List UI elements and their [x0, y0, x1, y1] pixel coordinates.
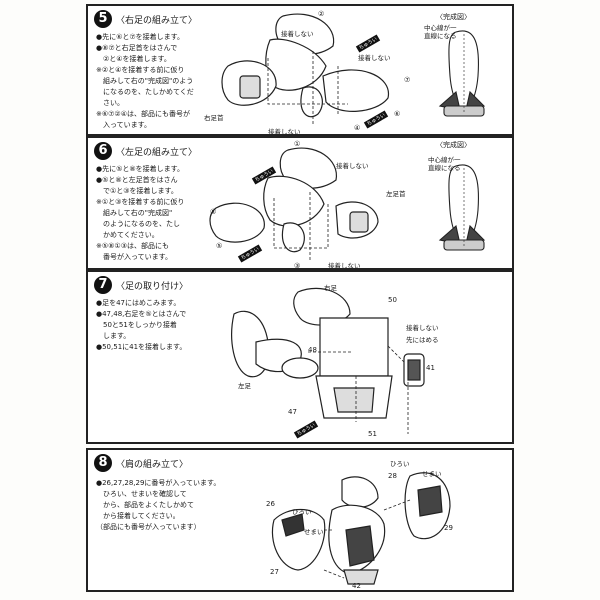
instruction-line: 番号が入っています。	[96, 253, 172, 261]
step-6-panel: 6 〈左足の組み立て〉 ●先に⑤と⑧を接着します。 ●⑤と⑧と左足首をはさん で…	[86, 136, 514, 270]
instruction-line: 組みして右の"完成図"	[96, 209, 173, 217]
instruction-line: ひろい、せまいを確認して	[96, 490, 187, 498]
instruction-line: になるのを、たしかめてくだ	[96, 88, 194, 96]
instruction-line: さい。	[96, 99, 124, 107]
step-7-exploded-diagram	[231, 287, 425, 434]
ankle-label: 右足首	[204, 114, 224, 122]
instruction-line: ②と④を接着します。	[96, 55, 171, 63]
instruction-line: ●先に⑤と⑧を接着します。	[96, 165, 184, 173]
step-5-instructions: ●先に⑥と⑦を接着します。 ●⑧⑦と右足首をはさんで ②と④を接着します。 ※②…	[96, 32, 218, 131]
finished-diagram-title: 〈完成図〉	[436, 13, 471, 21]
no-glue-label: 接着しない	[268, 128, 301, 136]
instruction-line: ●⑧⑦と右足首をはさんで	[96, 44, 178, 52]
wide-label: ひろい	[390, 460, 410, 468]
no-glue-label: 接着しない	[328, 262, 361, 270]
step-6-header: 6 〈左足の組み立て〉	[94, 142, 197, 160]
step-5-header: 5 〈右足の組み立て〉	[94, 10, 197, 28]
part-number: 29	[444, 524, 453, 532]
no-glue-label: 接着しない	[406, 324, 439, 332]
instruction-line: のようになるのを、たし	[96, 220, 180, 228]
part-number: ①	[294, 140, 301, 148]
wide-label: ひろい	[292, 508, 312, 516]
step-6-instructions: ●先に⑤と⑧を接着します。 ●⑤と⑧と左足首をはさん で①と③を接着します。 ※…	[96, 164, 218, 263]
part-number: ③	[294, 262, 301, 270]
step-6-title: 〈左足の組み立て〉	[116, 147, 198, 158]
part-number: 28	[388, 472, 397, 480]
step-7-number: 7	[94, 276, 112, 294]
instruction-line: ※②と④を接着する前に仮り	[96, 66, 185, 74]
instruction-line: ●先に⑥と⑦を接着します。	[96, 33, 184, 41]
part-number: ④	[354, 124, 361, 132]
step-7-header: 7 〈足の取り付け〉	[94, 276, 188, 294]
narrow-label: せまい	[304, 528, 324, 536]
part-number: 47	[288, 408, 297, 416]
part-number: ⑤	[216, 242, 223, 250]
step-5-exploded-diagram	[221, 13, 486, 126]
step-8-title: 〈肩の組み立て〉	[116, 459, 189, 470]
step-8-panel: 8 〈肩の組み立て〉 ●26,27,28,29に番号が入っています。 ひろい、せ…	[86, 448, 514, 592]
no-glue-label: 接着しない	[281, 30, 314, 38]
instruction-line: ●47,48,右足を⑤とはさんで	[96, 310, 187, 318]
instruction-line: ●足を47にはめこみます。	[96, 299, 181, 307]
part-number: ⑥	[394, 110, 401, 118]
ankle-label: 左足首	[386, 190, 406, 198]
instruction-line: 入っています。	[96, 121, 151, 129]
instruction-line: ●50,51に41を接着します。	[96, 343, 187, 351]
part-number: 51	[368, 430, 377, 438]
step-8-header: 8 〈肩の組み立て〉	[94, 454, 188, 472]
instruction-line: します。	[96, 332, 131, 340]
instruction-line: （部品にも番号が入っています）	[96, 523, 201, 531]
part-number: ⑧	[210, 208, 217, 216]
instruction-line: 50と51をしっかり接着	[96, 321, 177, 329]
instruction-line: ※①と③を接着する前に仮り	[96, 198, 185, 206]
part-number: ⑦	[404, 76, 411, 84]
instruction-line: ●⑤と⑧と左足首をはさん	[96, 176, 178, 184]
no-glue-label: 接着しない	[358, 54, 391, 62]
step-8-number: 8	[94, 454, 112, 472]
instruction-line: で①と③を接着します。	[96, 187, 178, 195]
part-number: 41	[426, 364, 435, 372]
finished-diagram-title: 〈完成図〉	[436, 141, 471, 149]
step-5-title: 〈右足の組み立て〉	[116, 15, 198, 26]
instruction-line: ※⑤⑧①③は、部品にも	[96, 242, 169, 250]
right-leg-label: 右足	[324, 284, 337, 292]
left-leg-label: 左足	[238, 382, 251, 390]
step-7-panel: 7 〈足の取り付け〉 ●足を47にはめこみます。 ●47,48,右足を⑤とはさん…	[86, 270, 514, 444]
step-6-exploded-diagram	[209, 147, 486, 262]
centerline-note: 中心線が一直線になる	[424, 24, 457, 40]
part-number: 26	[266, 500, 275, 508]
step-7-instructions: ●足を47にはめこみます。 ●47,48,右足を⑤とはさんで 50と51をしっか…	[96, 298, 218, 353]
step-8-exploded-diagram	[271, 472, 451, 585]
narrow-label: せまい	[422, 470, 442, 478]
instruction-line: から接着してください。	[96, 512, 180, 520]
step-5-number: 5	[94, 10, 112, 28]
step-7-title: 〈足の取り付け〉	[116, 281, 189, 292]
centerline-note: 中心線が一直線になる	[428, 156, 461, 172]
fit-first-label: 先にはめる	[406, 336, 439, 344]
instruction-line: ●26,27,28,29に番号が入っています。	[96, 479, 221, 487]
part-number: 50	[388, 296, 397, 304]
part-number: 42	[352, 582, 361, 590]
part-number: 48	[308, 346, 317, 354]
instruction-line: かめてください。	[96, 231, 159, 239]
part-number: 27	[270, 568, 279, 576]
part-number: ②	[318, 10, 325, 18]
step-5-panel: 5 〈右足の組み立て〉 ●先に⑥と⑦を接着します。 ●⑧⑦と右足首をはさんで ②…	[86, 4, 514, 136]
step-6-number: 6	[94, 142, 112, 160]
step-8-instructions: ●26,27,28,29に番号が入っています。 ひろい、せまいを確認して から、…	[96, 478, 256, 533]
instruction-line: 組みして右の"完成図"のよう	[96, 77, 194, 85]
no-glue-label: 接着しない	[336, 162, 369, 170]
instruction-line: ※⑥⑦②④は、部品にも番号が	[96, 110, 190, 118]
instruction-line: から、部品をよくたしかめて	[96, 501, 194, 509]
